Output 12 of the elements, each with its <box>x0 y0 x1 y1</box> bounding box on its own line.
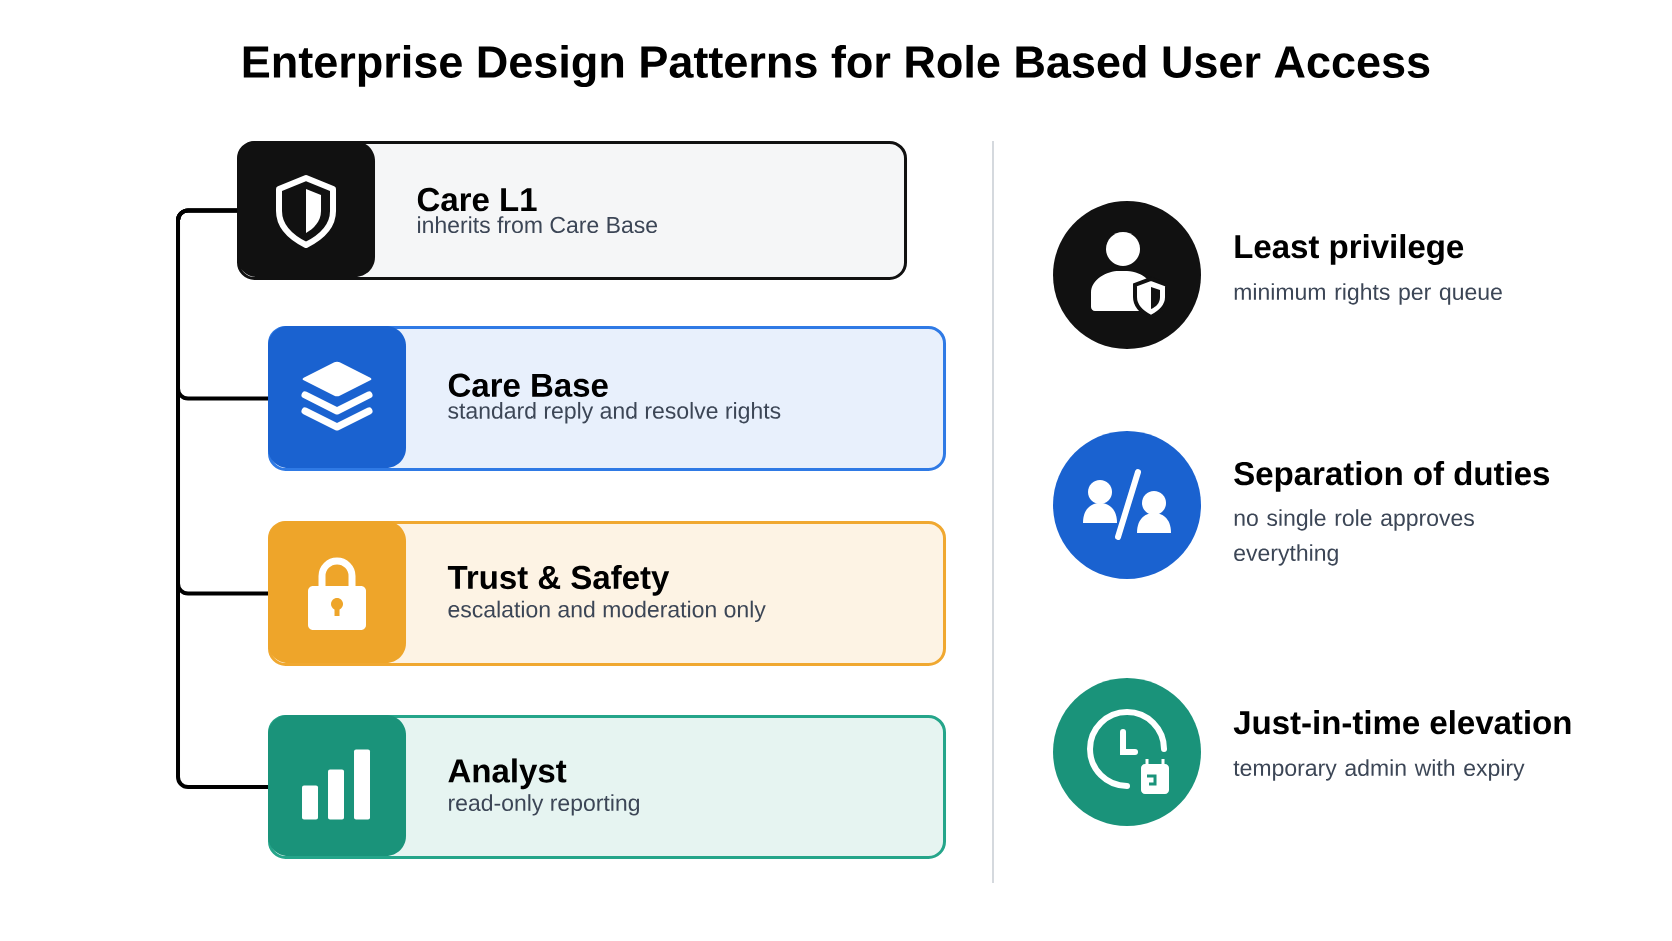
description: no single role approves everything <box>1234 509 1474 566</box>
description: temporary admin with expiry <box>1233 759 1525 781</box>
role-card: Trust & Safety escalation and moderation only <box>268 521 946 666</box>
title: Enterprise Design Patterns for Role Based User Access <box>243 44 1430 88</box>
heading: Least privilege <box>1235 234 1464 265</box>
connector-line <box>176 208 268 789</box>
heading: Just-in-time elevation <box>1233 710 1571 735</box>
description: minimum rights per queue <box>1234 283 1502 305</box>
role-card: Analyst read-only reporting <box>268 715 946 859</box>
role-card: Care Base standard reply and resolve rights <box>268 326 946 471</box>
role-card: Care L1 inherits from Care Base <box>237 141 907 280</box>
heading: Separation of duties <box>1234 461 1550 492</box>
